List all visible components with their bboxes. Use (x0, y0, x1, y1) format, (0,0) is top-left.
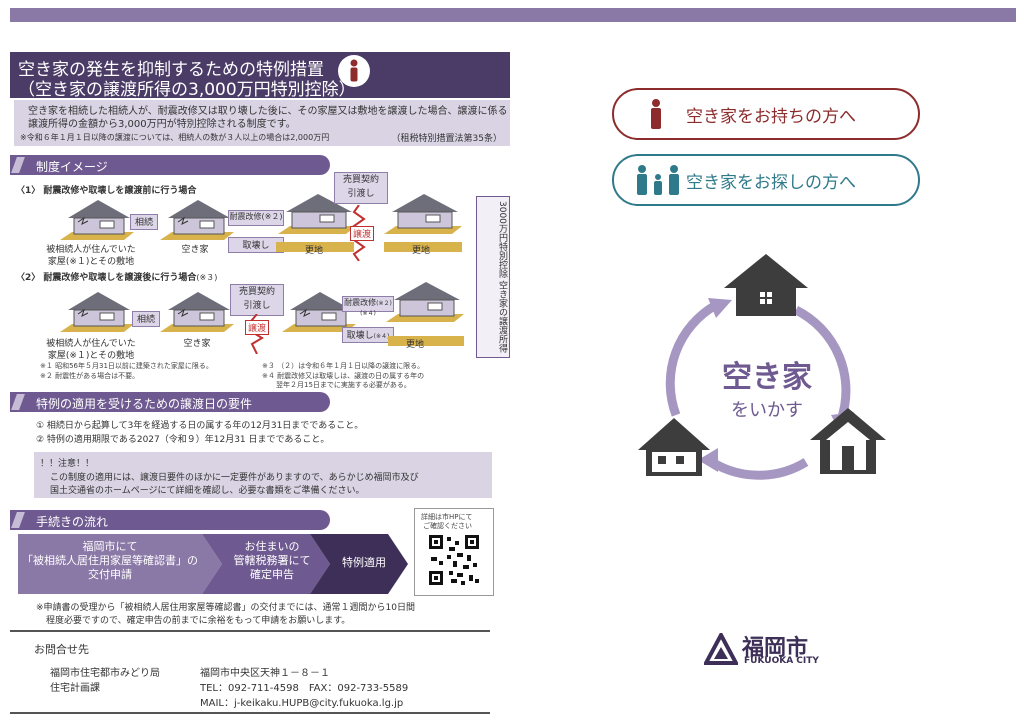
logo-name: 福岡市 (742, 636, 809, 661)
intro-box: 空き家を相続した相続人が、耐震改修又は取り壊した後に、その家屋又は敷地を譲渡した… (14, 100, 510, 146)
contact-mail[interactable]: MAIL：j-keikaku.HUPB@city.fukuoka.lg.jp (200, 698, 404, 709)
procedure-step1: 福岡市にて 「被相続人居住用家屋等確認書」の 交付申請 (22, 540, 198, 581)
page-title-band: 空き家の発生を抑制するための特例措置 （空き家の譲渡所得の3,000万円特別控除… (10, 52, 510, 100)
seeker-button[interactable]: 空き家をお探しの方へ (612, 154, 920, 206)
contact-dept1: 福岡市住宅都市みどり局 (50, 668, 160, 679)
law-reference: （租税特別措置法第35条） (391, 134, 502, 144)
contact-divider-bottom (10, 712, 490, 714)
procedure-step2: お住まいの 管轄税務署にて 確定申告 (233, 540, 311, 581)
caution-line2: 国土交通省のホームページにて詳細を確認し、必要な書類をご準備ください。 (50, 486, 365, 496)
qr-caption1: 詳細は市HPにて (421, 513, 473, 521)
family-icon (634, 164, 682, 201)
requirement-1: ① 相続日から起算して3年を経過する日の属する年の12月31日までであること。 (36, 421, 364, 431)
contact-label: お問合せ先 (34, 643, 89, 656)
case1-house-vacant (160, 198, 236, 246)
case2-caption-mid: 空き家 (183, 339, 211, 349)
case1-land-label2: 更地 (412, 246, 431, 256)
caution-line1: この制度の適用には、譲渡日要件のほかに一定要件がありますので、あらかじめ福岡市及… (50, 473, 419, 483)
procedure-note1: ※申請書の受理から「被相続人居住用家屋等確認書」の交付までには、通常１週間から1… (36, 603, 415, 613)
case2-house-vacant (160, 290, 236, 338)
note-4a: ※４ 耐震改修又は取壊しは、譲渡の日の属する年の (262, 372, 425, 380)
qr-caption2: ご確認ください (423, 522, 472, 530)
case2-house-original (60, 290, 136, 338)
procedure-note2: 程度必要ですので、確定申告の前までに余裕をもって申請をお願いします。 (46, 616, 351, 626)
case1-house-original (60, 198, 136, 246)
section-header-requirements: 特例の適用を受けるための譲渡日の要件 (10, 392, 330, 412)
section-header-procedure: 手続きの流れ (10, 510, 330, 530)
case1-caption-left1: 被相続人が住んでいた (46, 245, 136, 255)
qr-code[interactable] (427, 533, 481, 591)
case2-land-plot (388, 336, 464, 346)
requirement-2: ② 特例の適用期限である2027（令和９）年12月31 日までであること。 (36, 435, 330, 445)
case1-house-renovated (278, 192, 358, 240)
top-banner-bar (10, 8, 1016, 22)
case2-title: 〈2〉 耐震改修や取壊しを譲渡後に行う場合(※３) (16, 273, 218, 283)
case1-house-new (384, 192, 464, 240)
case2-caption-left1: 被相続人が住んでいた (46, 339, 136, 349)
case2-renovate-arrow: 耐震改修(※２)(※４) (342, 296, 394, 317)
note-1: ※１ 昭和56年５月31日以前に建築された家屋に限る。 (40, 362, 213, 370)
case2-house-new (386, 280, 466, 328)
case2-sale-box: 売買契約 引渡し (230, 284, 284, 316)
case1-demolish-arrow: 取壊し (228, 237, 284, 253)
case2-transfer-label: 譲渡 (245, 320, 270, 335)
note-4b: 翌年２月15日までに実施する必要がある。 (276, 381, 411, 389)
caution-title: ！！注意！！ (40, 459, 95, 469)
procedure-flow (18, 534, 410, 598)
contact-tel: TEL：092-711-4598 FAX：092-733-5589 (200, 683, 409, 694)
case1-title: 〈1〉 耐震改修や取壊しを譲渡前に行う場合 (16, 186, 197, 196)
case1-transfer-label: 譲渡 (350, 226, 375, 241)
contact-divider-top (10, 630, 490, 632)
person-icon (648, 98, 664, 135)
case2-inherit-arrow: 相続 (132, 311, 160, 327)
logo-sub: FUKUOKA CITY (744, 656, 819, 666)
side-deduction-label: 3000万円特別控除 空き家の譲渡所得 (476, 196, 510, 358)
page-subtitle: （空き家の譲渡所得の3,000万円特別控除） (18, 80, 356, 100)
case1-renovate-arrow: 耐震改修(※２) (228, 210, 284, 226)
cycle-sub-text: をいかす (731, 400, 803, 421)
intro-note: ※令和６年１月１日以降の譲渡については、相続人の数が３人以上の場合は2,000万… (20, 133, 330, 142)
qr-panel: 詳細は市HPにて ご確認ください (414, 508, 494, 596)
case2-demolish-arrow: 取壊し(※４) (342, 327, 394, 343)
fukuoka-city-emblem (702, 630, 740, 671)
seeker-button-label: 空き家をお探しの方へ (686, 173, 856, 193)
note-3: ※３ （２）は令和６年１月１日以降の譲渡に限る。 (262, 362, 425, 370)
owner-button[interactable]: 空き家をお持ちの方へ (612, 88, 920, 140)
note-2: ※２ 耐震性がある場合は不要。 (40, 372, 140, 380)
case2-caption-left2: 家屋(※１)とその敷地 (47, 351, 135, 361)
case2-land-label: 更地 (406, 340, 425, 350)
reuse-cycle-graphic (636, 250, 896, 494)
case1-caption-mid: 空き家 (181, 245, 209, 255)
person-icon (338, 55, 370, 87)
case1-land-plot1 (276, 242, 354, 252)
case2-house-sold (282, 290, 358, 338)
caution-box: ！！注意！！ この制度の適用には、譲渡日要件のほかに一定要件がありますので、あら… (34, 452, 492, 498)
section-header-image: 制度イメージ (10, 155, 330, 175)
case1-caption-left2: 家屋(※１)とその敷地 (47, 257, 135, 267)
page-title: 空き家の発生を抑制するための特例措置 (18, 60, 324, 80)
case1-inherit-arrow: 相続 (130, 214, 158, 230)
cycle-main-text: 空き家 (722, 360, 812, 395)
contact-dept2: 住宅計画課 (50, 683, 100, 694)
case1-land-plot2 (384, 242, 462, 252)
case1-sale-box: 売買契約 引渡し (334, 172, 388, 204)
contact-address: 福岡市中央区天神１－８－１ (200, 668, 330, 679)
procedure-step3: 特例適用 (342, 556, 386, 569)
intro-text: 空き家を相続した相続人が、耐震改修又は取り壊した後に、その家屋又は敷地を譲渡した… (28, 106, 508, 130)
owner-button-label: 空き家をお持ちの方へ (686, 107, 856, 127)
case1-land-label1: 更地 (305, 246, 324, 256)
